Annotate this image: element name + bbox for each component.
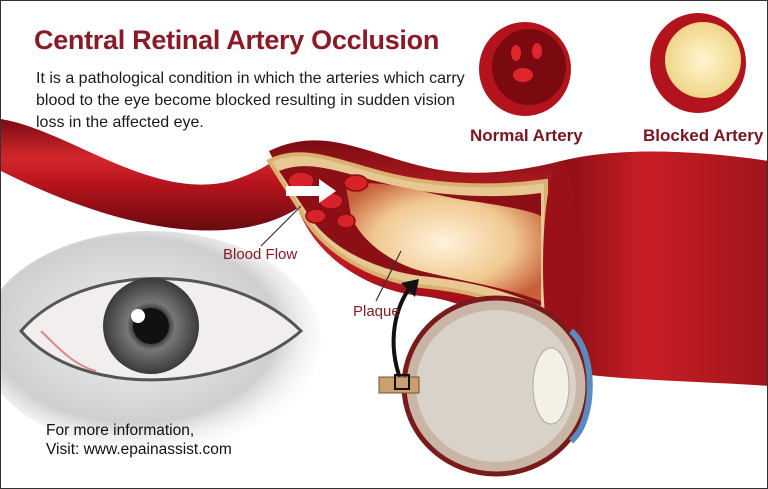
flow-arrow-icon [286,179,336,203]
footer-line-2: Visit: www.epainassist.com [46,441,232,458]
normal-artery-cross-section [479,22,571,116]
eye-cross-section [378,295,593,477]
plaque-label: Plaque [353,303,400,320]
pointer-arrow-icon [391,284,413,382]
page-title: Central Retinal Artery Occlusion [34,25,440,55]
normal-artery-label: Normal Artery [470,126,583,145]
footer-info: For more information, Visit: www.epainas… [46,421,232,459]
blocked-artery-cross-section [650,13,746,113]
description: It is a pathological condition in which … [36,70,465,131]
artery-tube-left [1,119,301,231]
blocked-artery-label: Blocked Artery [643,126,764,145]
blood-flow-label: Blood Flow [223,246,298,263]
plaque-mass [346,183,541,301]
footer-line-1: For more information, [46,422,195,439]
artery-tube-right [561,151,767,386]
